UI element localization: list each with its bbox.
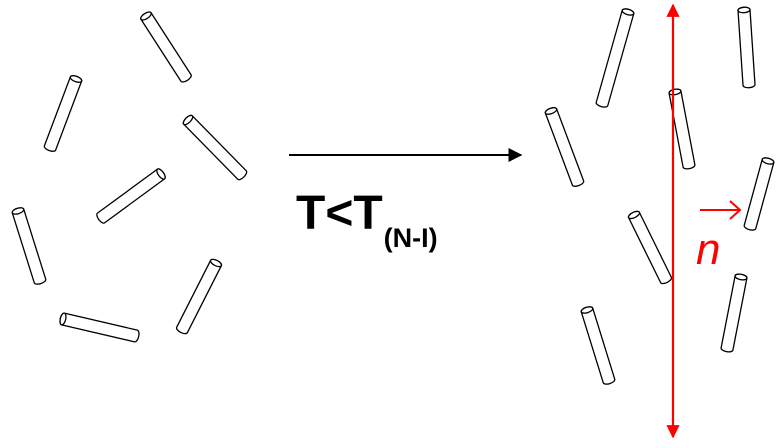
rod-molecule <box>175 258 223 335</box>
isotropic-rods <box>11 11 248 343</box>
rod-molecule <box>140 11 192 83</box>
rod-molecule <box>595 8 635 108</box>
rod-molecule <box>737 6 756 89</box>
transition-condition-label: T<T(N-I) <box>296 190 438 252</box>
rod-molecule <box>182 114 248 181</box>
rod-molecule <box>743 157 775 231</box>
condition-main: T<T <box>296 187 383 240</box>
rod-molecule <box>96 168 166 224</box>
rod-molecule <box>627 210 673 285</box>
rod-molecule <box>59 312 140 343</box>
director-symbol: n <box>696 225 721 274</box>
rod-molecule <box>580 306 616 385</box>
rod-molecule <box>544 107 585 187</box>
rod-molecule <box>43 75 83 152</box>
rod-molecule <box>11 207 47 285</box>
condition-subscript: (N-I) <box>383 223 438 253</box>
rod-molecule <box>720 273 748 353</box>
nematic-rods <box>544 6 775 385</box>
director-vector-arrow <box>700 200 742 220</box>
